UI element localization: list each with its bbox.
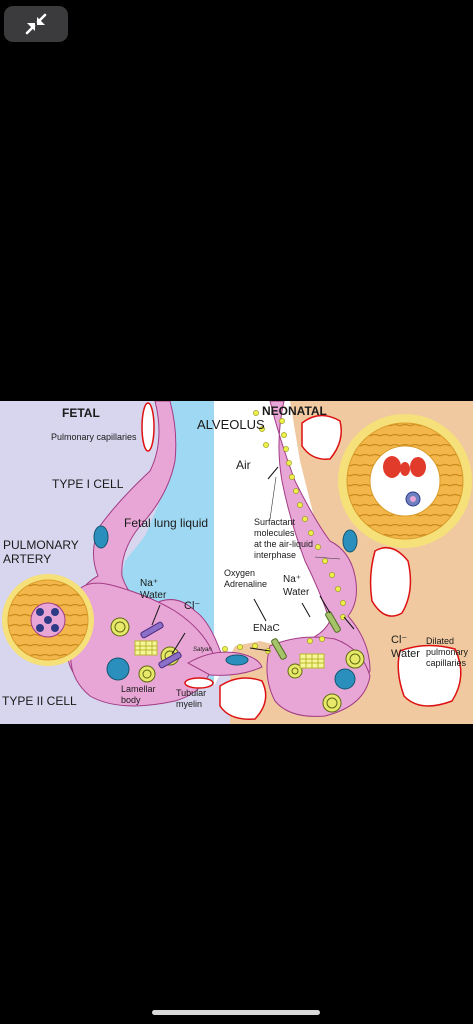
pulmonary-artery-label-line2: ARTERY — [3, 552, 51, 566]
ion-channels — [140, 611, 341, 669]
alveolus-label: ALVEOLUS — [197, 417, 265, 432]
air-space — [214, 401, 350, 686]
lung-alveolus-diagram: FETAL NEONATAL ALVEOLUS Pulmonary capill… — [0, 401, 473, 724]
fetal-na-label: Na⁺ — [140, 578, 158, 589]
surfactant-label-line4: interphase — [254, 550, 296, 560]
neonatal-pulmonary-artery — [338, 414, 472, 548]
collapse-arrows-icon — [25, 13, 47, 35]
neo-na-label: Na⁺ — [283, 574, 301, 585]
adrenaline-label: Adrenaline — [224, 579, 267, 589]
central-nucleus — [225, 654, 249, 666]
fetal-water-label: Water — [140, 590, 167, 601]
neonatal-type2-nucleus — [334, 668, 356, 690]
surfactant-label-line1: Surfactant — [254, 517, 296, 527]
type2-cell-label: TYPE II CELL — [2, 694, 77, 708]
fetal-capillary-top — [141, 402, 155, 452]
fetal-type1-nucleus — [93, 525, 109, 549]
artist-signature: Satyan — [193, 647, 212, 653]
tubular-myelin-label-line1: Tubular — [176, 688, 206, 698]
neo-water2-label: Water — [391, 648, 420, 660]
surfactant-leader-lines — [269, 476, 341, 560]
dilated-capillaries-label-line2: pulmonary — [426, 647, 469, 657]
home-indicator[interactable] — [152, 1010, 320, 1015]
tubular-myelin-label-line2: myelin — [176, 699, 202, 709]
collapse-button[interactable] — [4, 6, 68, 42]
oxygen-label: Oxygen — [224, 568, 255, 578]
dilated-capillaries-label-line3: capillaries — [426, 658, 467, 668]
enac-label: ENaC — [253, 623, 280, 634]
lamellar-body-label-line2: body — [121, 695, 141, 705]
dilated-capillaries-label-line1: Dilated — [426, 636, 454, 646]
process-arrows — [151, 466, 355, 655]
tubular-myelin — [134, 640, 325, 669]
dilated-capillaries — [219, 414, 462, 720]
lamellar-body-label-line1: Lamellar — [121, 684, 156, 694]
neonatal-heading: NEONATAL — [262, 404, 327, 418]
fetal-lung-liquid-label: Fetal lung liquid — [124, 516, 208, 530]
neonatal-type2-cell — [266, 636, 371, 717]
fetal-type2-nucleus — [106, 657, 130, 681]
fetal-heading: FETAL — [62, 406, 100, 420]
neo-water-label: Water — [283, 587, 310, 598]
fetal-pulmonary-artery — [2, 574, 94, 666]
pulmonary-artery-label-line1: PULMONARY — [3, 538, 79, 552]
neo-cl-label: Cl⁻ — [391, 634, 407, 646]
air-label: Air — [236, 458, 251, 472]
pulmonary-capillaries-label: Pulmonary capillaries — [51, 432, 137, 442]
fetal-capillary-bottom — [184, 677, 214, 689]
fetal-cl-label: Cl⁻ — [184, 600, 200, 612]
type1-cell-label: TYPE I CELL — [52, 477, 124, 491]
surfactant-label-line2: molecules — [254, 528, 295, 538]
surfactant-label-line3: at the air-liquid — [254, 539, 313, 549]
neonatal-type1-nucleus — [342, 529, 358, 553]
